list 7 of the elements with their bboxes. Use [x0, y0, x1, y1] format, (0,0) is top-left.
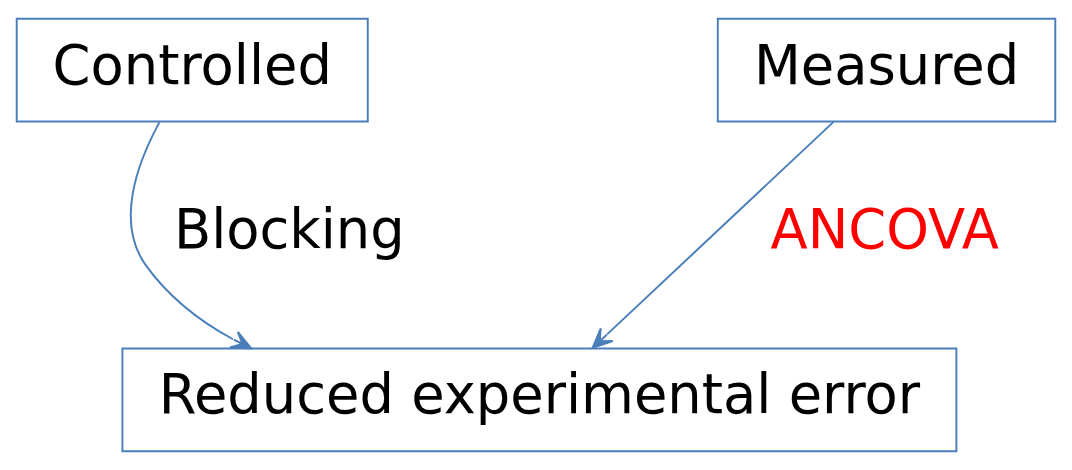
edge-label: ANCOVA — [770, 198, 999, 262]
edge-label: Blocking — [173, 198, 405, 262]
arrow — [129, 121, 253, 350]
arrow — [591, 120, 835, 349]
node-box: Measured — [716, 17, 1057, 123]
node-box: Controlled — [15, 17, 369, 123]
node-box: Reduced experimental error — [121, 347, 958, 453]
